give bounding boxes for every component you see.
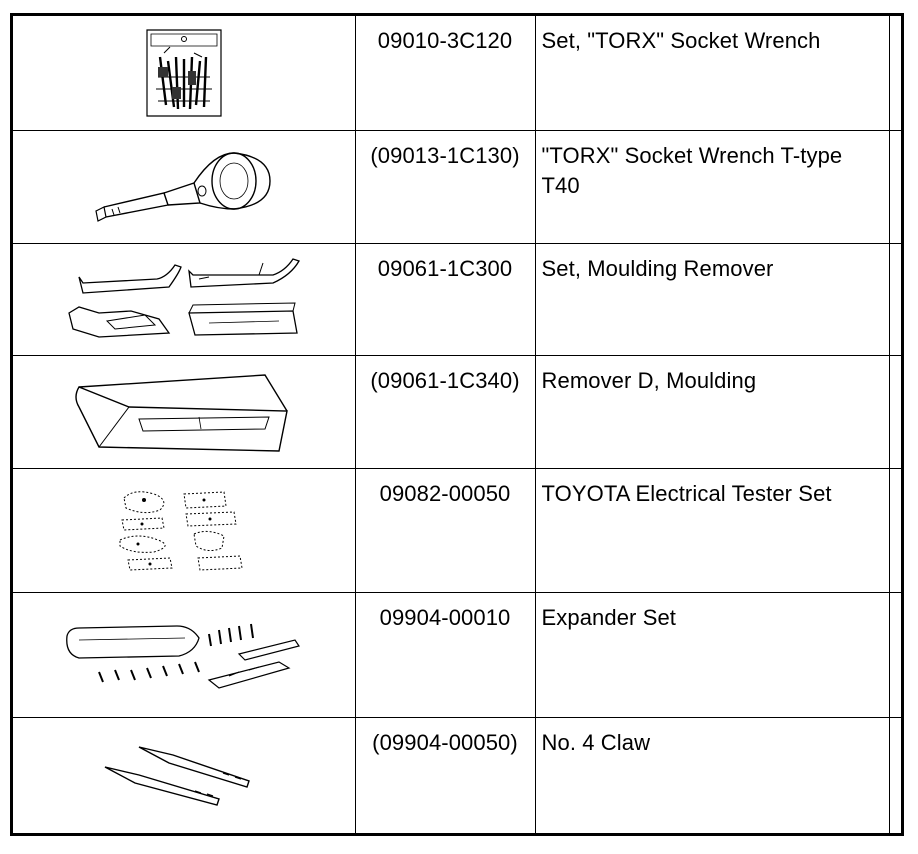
t-type-socket-wrench-icon bbox=[84, 147, 284, 227]
blank-cell bbox=[888, 129, 901, 244]
table-row: (09904-00050) No. 4 Claw bbox=[13, 716, 901, 833]
tool-table-frame: 09010-3C120 Set, "TORX" Socket Wrench bbox=[10, 13, 904, 836]
moulding-remover-set-icon bbox=[59, 253, 309, 345]
expander-set-icon bbox=[59, 610, 309, 700]
part-number: 09061-1C300 bbox=[377, 255, 513, 281]
tool-name-cell: No. 4 Claw bbox=[534, 716, 890, 833]
illustration-cell bbox=[13, 467, 356, 593]
illustration-cell bbox=[13, 591, 356, 718]
part-number: 09010-3C120 bbox=[377, 28, 513, 53]
tool-name: Expander Set bbox=[541, 604, 677, 630]
tool-name: "TORX" Socket Wrench T-type T40 bbox=[541, 142, 843, 198]
part-number-cell: (09061-1C340) bbox=[354, 354, 536, 469]
part-number: 09904-00010 bbox=[379, 604, 511, 630]
part-number: (09013-1C130) bbox=[370, 142, 520, 168]
tool-name-cell: Remover D, Moulding bbox=[534, 354, 890, 469]
illustration-cell bbox=[13, 16, 356, 131]
electrical-tester-set-icon bbox=[114, 484, 254, 576]
special-service-tools-table: 09010-3C120 Set, "TORX" Socket Wrench bbox=[13, 16, 901, 833]
illustration-cell bbox=[13, 716, 356, 833]
part-number-cell: 09061-1C300 bbox=[354, 242, 536, 356]
part-number-cell: 09082-00050 bbox=[354, 467, 536, 593]
part-number-cell: 09010-3C120 bbox=[354, 16, 536, 131]
torx-socket-wrench-set-icon bbox=[144, 27, 224, 119]
blank-cell bbox=[888, 16, 901, 131]
blank-cell bbox=[888, 716, 901, 833]
table-row: 09061-1C300 Set, Moulding Remover bbox=[13, 242, 901, 356]
blank-cell bbox=[888, 591, 901, 718]
tool-name: No. 4 Claw bbox=[541, 729, 651, 755]
part-number-cell: 09904-00010 bbox=[354, 591, 536, 718]
illustration-cell bbox=[13, 129, 356, 244]
illustration-cell bbox=[13, 242, 356, 356]
part-number: 09082-00050 bbox=[379, 480, 511, 506]
part-number-cell: (09013-1C130) bbox=[354, 129, 536, 244]
table-row: (09061-1C340) Remover D, Moulding bbox=[13, 354, 901, 469]
table-row: (09013-1C130) "TORX" Socket Wrench T-typ… bbox=[13, 129, 901, 244]
tool-name-cell: TOYOTA Electrical Tester Set bbox=[534, 467, 890, 593]
part-number: (09904-00050) bbox=[372, 729, 518, 755]
illustration-cell bbox=[13, 354, 356, 469]
tool-name-cell: Set, "TORX" Socket Wrench bbox=[534, 16, 890, 131]
blank-cell bbox=[888, 354, 901, 469]
claw-tools-icon bbox=[99, 739, 269, 811]
table-row: 09010-3C120 Set, "TORX" Socket Wrench bbox=[13, 16, 901, 131]
tool-name-cell: Set, Moulding Remover bbox=[534, 242, 890, 356]
blank-cell bbox=[888, 467, 901, 593]
blank-cell bbox=[888, 242, 901, 356]
table-row: 09904-00010 Expander Set bbox=[13, 591, 901, 718]
table-row: 09082-00050 TOYOTA Electrical Tester Set bbox=[13, 467, 901, 593]
tool-name-cell: "TORX" Socket Wrench T-type T40 bbox=[534, 129, 890, 244]
part-number: (09061-1C340) bbox=[370, 367, 520, 393]
moulding-remover-d-icon bbox=[69, 367, 299, 457]
tool-name: TOYOTA Electrical Tester Set bbox=[541, 480, 832, 506]
tool-name: Remover D, Moulding bbox=[541, 367, 757, 393]
part-number-cell: (09904-00050) bbox=[354, 716, 536, 833]
tool-name-cell: Expander Set bbox=[534, 591, 890, 718]
tool-name: Set, "TORX" Socket Wrench bbox=[541, 28, 821, 53]
tool-name: Set, Moulding Remover bbox=[541, 255, 774, 281]
